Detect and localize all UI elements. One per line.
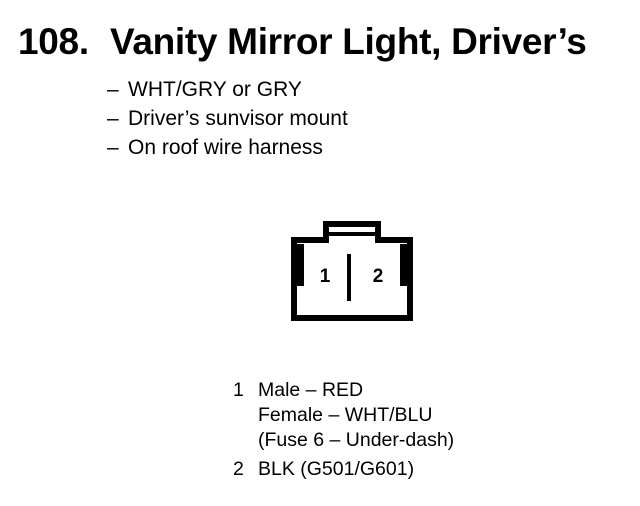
pinout-line: Female – WHT/BLU: [258, 404, 433, 426]
component-name: Vanity Mirror Light, Driver’s: [110, 21, 587, 62]
description-line-harness: –On roof wire harness: [107, 133, 348, 162]
right-notch-icon: [400, 244, 408, 286]
pinout-number: 1: [233, 379, 244, 401]
connector-pin-2-label: 2: [373, 266, 384, 287]
component-description: –WHT/GRY or GRY –Driver’s sunvisor mount…: [107, 75, 348, 162]
pinout-row: 2 BLK (G501/G601): [233, 457, 454, 482]
left-notch-icon: [296, 244, 304, 286]
pinout-line: (Fuse 6 – Under-dash): [258, 429, 455, 451]
pinout-number: 2: [233, 458, 244, 480]
description-line-mount: –Driver’s sunvisor mount: [107, 104, 348, 133]
pinout-row: 1 Male – RED Female – WHT/BLU (Fuse 6 – …: [233, 378, 454, 453]
pinout-details: BLK (G501/G601): [258, 457, 414, 482]
pinout-line: Male – RED: [258, 379, 364, 401]
bullet-dash: –: [107, 136, 119, 159]
connector-diagram: 1 2: [291, 221, 413, 321]
description-text: On roof wire harness: [128, 136, 323, 159]
description-text: Driver’s sunvisor mount: [128, 107, 348, 130]
pinout-line: BLK (G501/G601): [258, 458, 415, 480]
component-number: 108.: [18, 21, 89, 62]
description-line-wire-color: –WHT/GRY or GRY: [107, 75, 348, 104]
pinout-list: 1 Male – RED Female – WHT/BLU (Fuse 6 – …: [233, 378, 454, 486]
description-text: WHT/GRY or GRY: [128, 78, 302, 101]
page-title: 108. Vanity Mirror Light, Driver’s: [18, 20, 587, 64]
connector-outline-icon: [291, 221, 413, 321]
bullet-dash: –: [107, 107, 119, 130]
bullet-dash: –: [107, 78, 119, 101]
connector-pin-1-label: 1: [320, 266, 331, 287]
pinout-details: Male – RED Female – WHT/BLU (Fuse 6 – Un…: [258, 378, 454, 453]
